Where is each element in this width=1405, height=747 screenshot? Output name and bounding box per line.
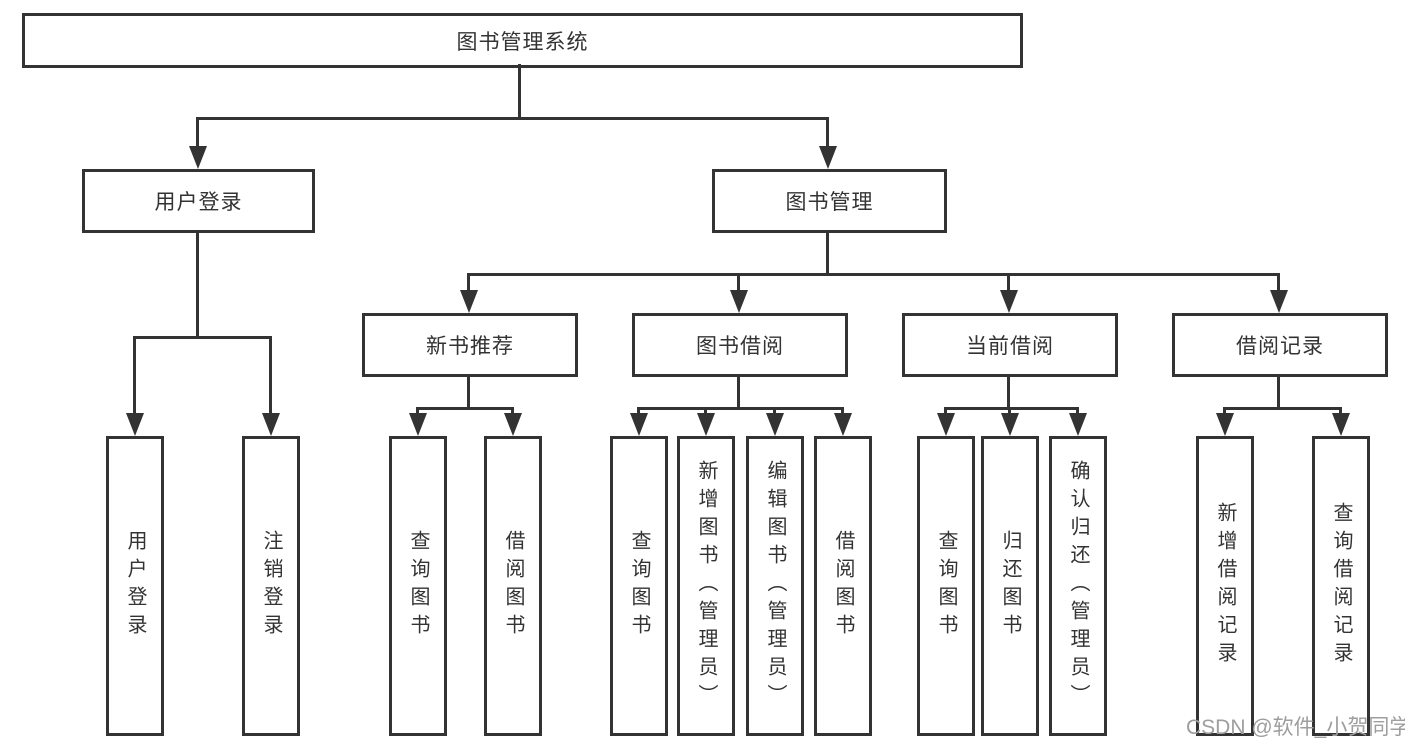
connector-line <box>196 233 199 339</box>
leaf-query-book-recommend: 查询图书 <box>389 436 447 736</box>
connector-line <box>737 273 740 293</box>
connector-line <box>467 377 470 410</box>
node-book-borrow: 图书借阅 <box>632 313 848 377</box>
connector-line <box>467 273 1280 276</box>
arrow-down-icon <box>460 290 478 313</box>
connector-line <box>1007 273 1010 293</box>
node-new-book-recommend: 新书推荐 <box>362 313 578 377</box>
watermark: CSDN @软件_小贺同学 <box>1186 716 1405 739</box>
connector-line <box>826 233 829 276</box>
arrow-down-icon <box>730 290 748 313</box>
leaf-query-borrow-record: 查询借阅记录 <box>1312 436 1370 736</box>
arrow-down-icon <box>1001 413 1019 436</box>
arrow-down-icon <box>697 413 715 436</box>
connector-line <box>1007 377 1010 410</box>
connector-line <box>1339 407 1342 417</box>
arrow-down-icon <box>409 413 427 436</box>
connector-line <box>416 407 419 417</box>
node-book-management: 图书管理 <box>712 169 947 233</box>
arrow-down-icon <box>504 413 522 436</box>
connector-line <box>1223 407 1342 410</box>
connector-line <box>637 407 844 410</box>
arrow-down-icon <box>1332 413 1350 436</box>
leaf-logout: 注销登录 <box>242 436 300 736</box>
arrow-down-icon <box>766 413 784 436</box>
connector-line <box>467 273 470 293</box>
node-user-login: 用户登录 <box>82 169 315 233</box>
leaf-query-book-borrow: 查询图书 <box>610 436 668 736</box>
connector-line <box>637 407 640 417</box>
connector-line <box>269 336 272 416</box>
arrow-down-icon <box>819 146 837 169</box>
leaf-query-book-current: 查询图书 <box>917 436 975 736</box>
connector-line <box>944 407 947 417</box>
connector-line <box>196 117 829 120</box>
connector-line <box>518 64 521 117</box>
connector-line <box>133 336 272 339</box>
arrow-down-icon <box>937 413 955 436</box>
arrow-down-icon <box>1270 290 1288 313</box>
leaf-confirm-return-admin: 确认归还（管理员） <box>1049 436 1107 736</box>
arrow-down-icon <box>126 413 144 436</box>
connector-line <box>1277 273 1280 293</box>
connector-line <box>511 407 514 417</box>
leaf-add-book-admin: 新增图书（管理员） <box>677 436 735 736</box>
connector-line <box>133 336 136 416</box>
arrow-down-icon <box>1069 413 1087 436</box>
arrow-down-icon <box>1216 413 1234 436</box>
leaf-add-borrow-record: 新增借阅记录 <box>1196 436 1254 736</box>
node-current-borrow: 当前借阅 <box>902 313 1118 377</box>
connector-line <box>1076 407 1079 417</box>
arrow-down-icon <box>630 413 648 436</box>
connector-line <box>737 377 740 410</box>
leaf-edit-book-admin: 编辑图书（管理员） <box>746 436 804 736</box>
connector-line <box>841 407 844 417</box>
leaf-user-login: 用户登录 <box>106 436 164 736</box>
arrow-down-icon <box>834 413 852 436</box>
node-borrow-record: 借阅记录 <box>1172 313 1388 377</box>
connector-line <box>1008 407 1011 417</box>
leaf-borrow-book-recommend: 借阅图书 <box>484 436 542 736</box>
connector-line <box>1277 377 1280 410</box>
connector-line <box>704 407 707 417</box>
node-library-system: 图书管理系统 <box>22 13 1023 68</box>
arrow-down-icon <box>1000 290 1018 313</box>
connector-line <box>416 407 514 410</box>
connector-line <box>944 407 1079 410</box>
leaf-return-book: 归还图书 <box>981 436 1039 736</box>
arrow-down-icon <box>262 413 280 436</box>
connector-line <box>773 407 776 417</box>
arrow-down-icon <box>189 146 207 169</box>
connector-line <box>1223 407 1226 417</box>
connector-line <box>196 117 199 149</box>
leaf-borrow-book: 借阅图书 <box>814 436 872 736</box>
connector-line <box>826 117 829 149</box>
